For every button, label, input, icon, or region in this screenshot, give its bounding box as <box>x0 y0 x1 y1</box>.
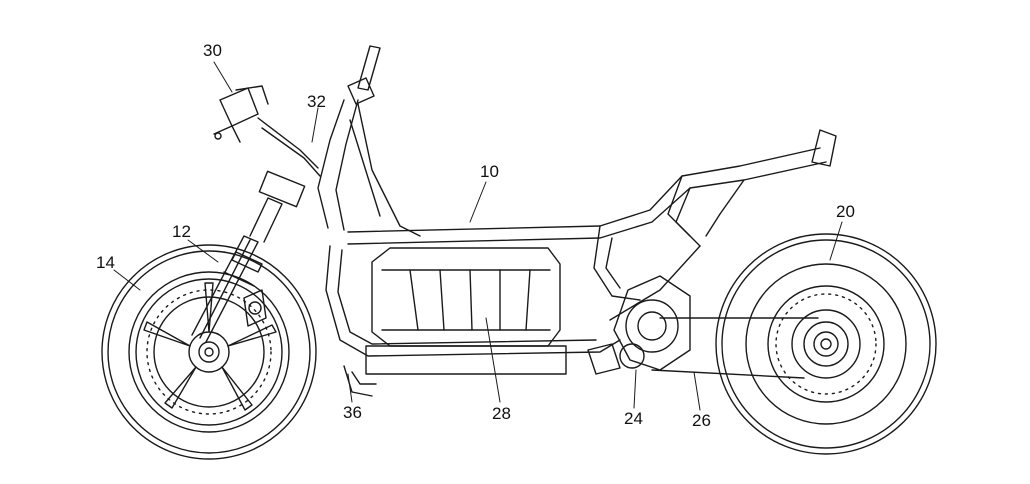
reference-numeral-rear-wheel: 20 <box>836 202 855 221</box>
battery <box>365 247 567 375</box>
reference-numeral-motor-unit: 24 <box>624 409 643 428</box>
front-bracket <box>213 85 321 177</box>
motor-unit <box>587 275 691 375</box>
drive-belt <box>651 317 819 379</box>
front-wheel <box>101 244 317 460</box>
reference-numeral-drive-belt: 26 <box>692 411 711 430</box>
reference-numeral-battery: 28 <box>492 404 511 423</box>
main-frame <box>325 129 837 357</box>
lower-bracket <box>343 365 377 397</box>
leader-lines <box>113 61 843 411</box>
reference-numeral-front-bracket: 30 <box>203 41 222 60</box>
rear-wheel <box>715 233 937 455</box>
reference-numeral-frame: 10 <box>480 162 499 181</box>
reference-numeral-front-wheel: 14 <box>96 253 115 272</box>
reference-numeral-front-fork: 12 <box>172 222 191 241</box>
head-pipe <box>317 45 421 237</box>
reference-numeral-lower-bracket: 36 <box>343 403 362 422</box>
front-fork <box>191 170 306 343</box>
reference-numeral-head-pipe: 32 <box>307 92 326 111</box>
